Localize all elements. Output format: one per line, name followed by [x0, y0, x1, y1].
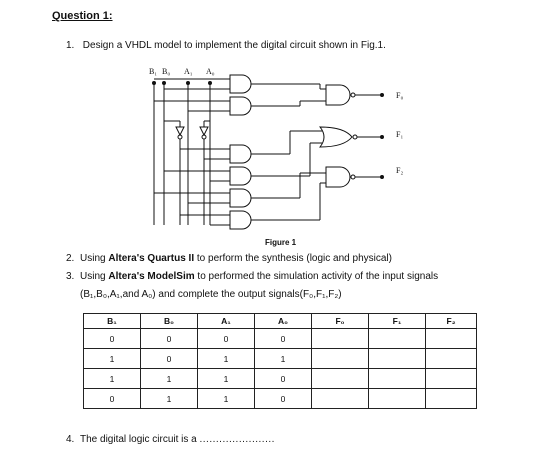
- table-cell-blank: [368, 388, 426, 409]
- table-cell: 1: [197, 388, 255, 409]
- question-item-3-line2: (B₁,B₀,A₁,and A₀) and complete the outpu…: [80, 289, 342, 300]
- input-label-b0: B₀: [162, 67, 170, 76]
- output-label-f2: F₂: [396, 166, 403, 175]
- item-number: 2.: [66, 253, 75, 264]
- table-cell: 0: [254, 388, 312, 409]
- item-brand: Altera's ModelSim: [108, 271, 195, 282]
- truth-table: B₁ B₀ A₁ A₀ F₀ F₁ F₂ 0 0 0 0 1 0: [83, 313, 477, 409]
- table-cell-blank: [425, 328, 477, 349]
- question-heading: Question 1:: [52, 10, 113, 22]
- header-b0: B₀: [140, 313, 198, 329]
- item-text-post: to perform the synthesis (logic and phys…: [194, 253, 392, 264]
- output-label-f0: F₀: [396, 91, 403, 100]
- table-cell: 1: [197, 368, 255, 389]
- table-cell-blank: [311, 328, 369, 349]
- figure-caption: Figure 1: [265, 238, 297, 247]
- table-row: 1 1 1 0: [83, 368, 477, 389]
- answer-blank: .......................: [199, 434, 275, 445]
- table-cell-blank: [368, 348, 426, 369]
- question-item-4: 4. The digital logic circuit is a .......…: [66, 434, 275, 445]
- item-text-pre: Using: [80, 271, 109, 282]
- table-cell-blank: [425, 368, 477, 389]
- table-cell-blank: [368, 328, 426, 349]
- header-f0: F₀: [311, 313, 369, 329]
- question-item-3: 3. Using Altera's ModelSim to performed t…: [66, 271, 438, 282]
- item-text: The digital logic circuit is a: [80, 434, 200, 445]
- header-a1: A₁: [197, 313, 255, 329]
- table-row: 0 1 1 0: [83, 388, 477, 409]
- table-cell-blank: [368, 368, 426, 389]
- header-b1: B₁: [83, 313, 141, 329]
- table-cell-blank: [425, 348, 477, 369]
- item-text-pre: Using: [80, 253, 109, 264]
- item-number: 1.: [66, 40, 75, 51]
- question-item-2: 2. Using Altera's Quartus II to perform t…: [66, 253, 392, 264]
- table-cell: 1: [83, 368, 141, 389]
- table-cell: 0: [83, 328, 141, 349]
- table-row: 1 0 1 1: [83, 348, 477, 369]
- header-f2: F₂: [425, 313, 477, 329]
- table-cell-blank: [311, 388, 369, 409]
- table-cell: 1: [83, 348, 141, 369]
- table-cell: 1: [254, 348, 312, 369]
- output-label-f1: F₁: [396, 130, 403, 139]
- table-cell-blank: [311, 368, 369, 389]
- table-cell-blank: [311, 348, 369, 369]
- table-cell: 0: [197, 328, 255, 349]
- table-cell-blank: [425, 388, 477, 409]
- table-cell: 0: [140, 348, 198, 369]
- item-brand: Altera's Quartus II: [108, 253, 195, 264]
- table-header-row: B₁ B₀ A₁ A₀ F₀ F₁ F₂: [83, 313, 477, 329]
- table-cell: 0: [254, 328, 312, 349]
- header-f1: F₁: [368, 313, 426, 329]
- table-row: 0 0 0 0: [83, 328, 477, 349]
- table-cell: 1: [140, 388, 198, 409]
- table-cell: 0: [83, 388, 141, 409]
- logic-circuit-figure: B₁ B₀ A₁ A₀ F₀ F₁ F₂: [149, 67, 403, 230]
- item-number: 4.: [66, 434, 75, 445]
- input-label-a1: A₁: [184, 67, 193, 76]
- table-cell: 1: [197, 348, 255, 369]
- question-item-1: 1. Design a VHDL model to implement the …: [66, 40, 386, 51]
- item-text-post: to performed the simulation activity of …: [194, 271, 439, 282]
- input-label-b1: B₁: [149, 67, 157, 76]
- item-number: 3.: [66, 271, 75, 282]
- input-label-a0: A₀: [206, 67, 215, 76]
- table-cell: 0: [254, 368, 312, 389]
- item-text: Design a VHDL model to implement the dig…: [82, 40, 386, 51]
- header-a0: A₀: [254, 313, 312, 329]
- table-cell: 0: [140, 328, 198, 349]
- table-cell: 1: [140, 368, 198, 389]
